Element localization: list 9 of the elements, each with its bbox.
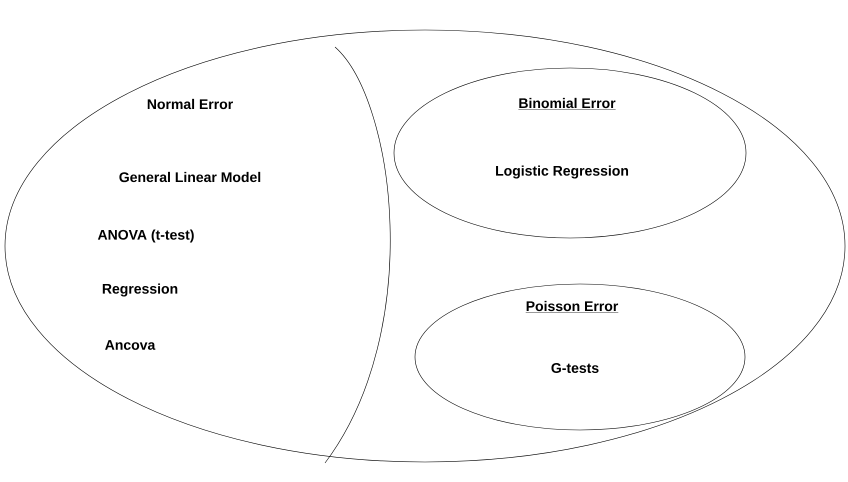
method-label: General Linear Model <box>119 172 260 182</box>
heading: Binomial Error <box>518 98 616 110</box>
method-label: Regression <box>102 283 178 297</box>
method-label: G-tests <box>551 363 599 373</box>
method-label: Logistic Regression <box>496 165 628 179</box>
method-label: ANOVA (t-test) <box>98 229 194 243</box>
method-label: Ancova <box>105 340 156 350</box>
heading: Normal Error <box>148 98 233 110</box>
heading: Poisson Error <box>526 300 618 313</box>
